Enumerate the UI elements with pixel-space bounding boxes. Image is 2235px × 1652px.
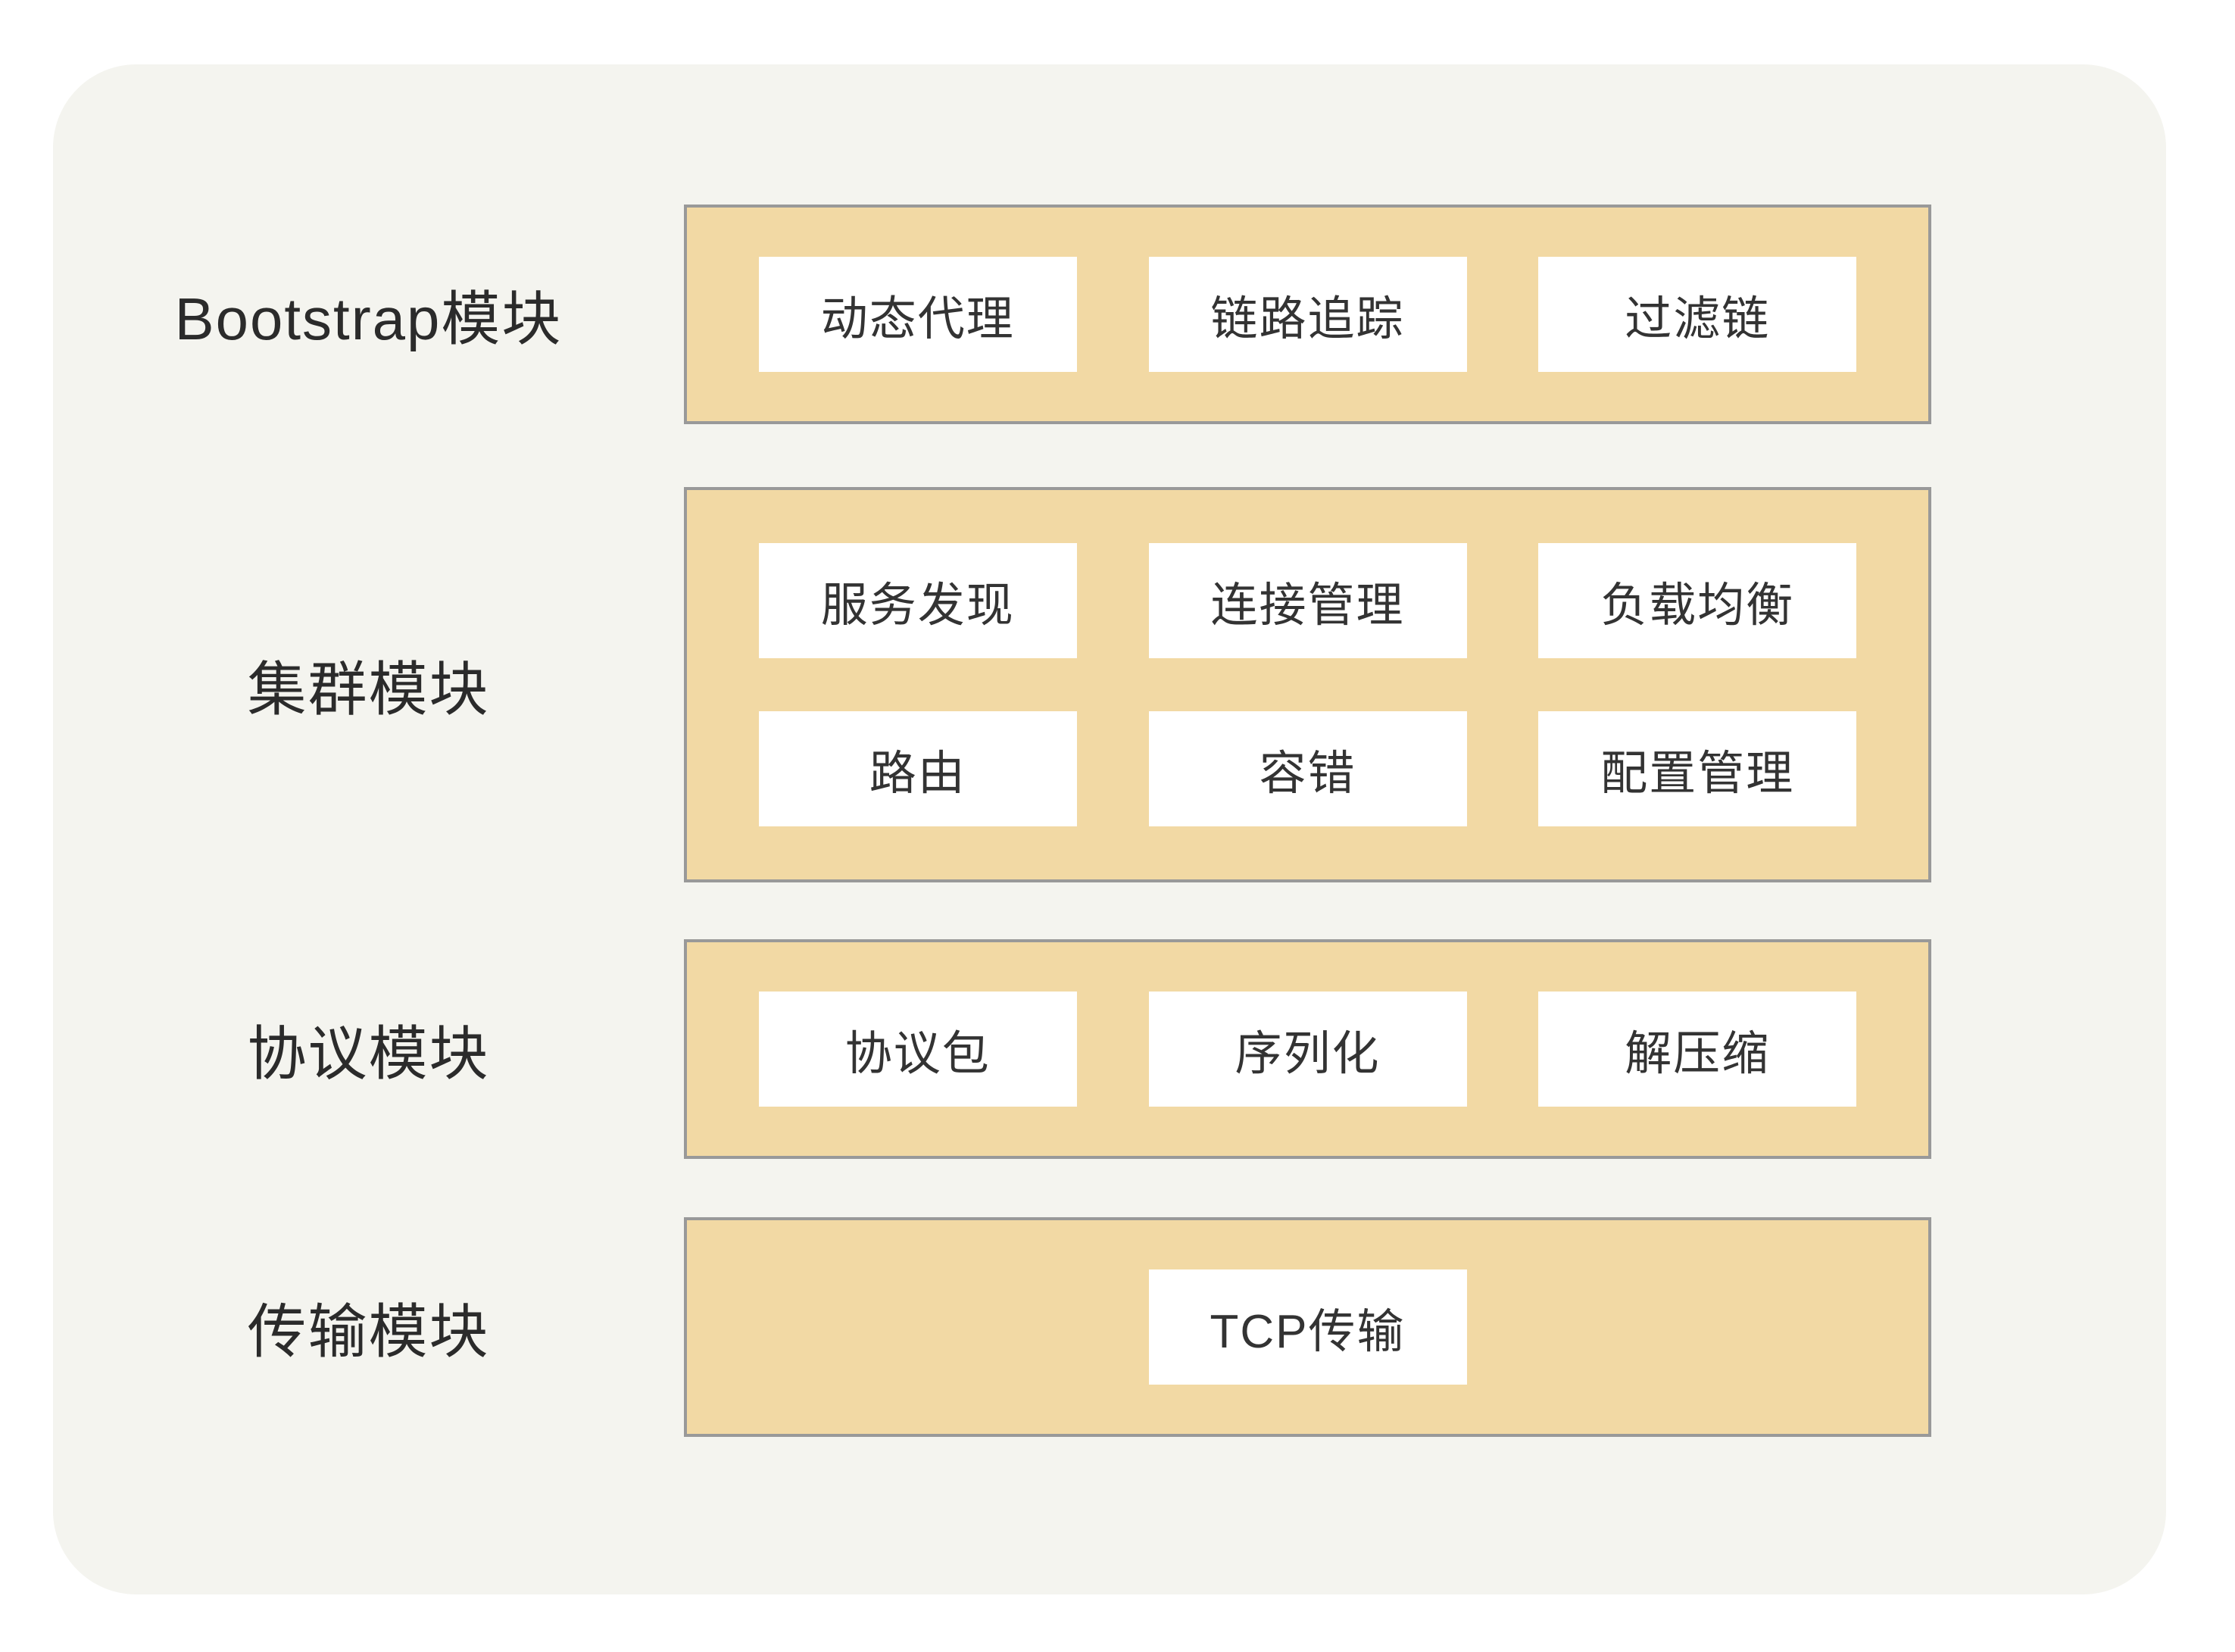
module-label-protocol: 协议模块 [247,1020,490,1087]
module-label-transport: 传输模块 [247,1298,490,1365]
band-row: 协议包 序列化 解压缩 [687,992,1928,1107]
box-filter-chain: 过滤链 [1538,257,1857,372]
box-decompression: 解压缩 [1538,992,1857,1107]
module-label-cluster: 集群模块 [247,656,490,723]
box-load-balancing: 负载均衡 [1538,543,1857,658]
box-service-discovery: 服务发现 [758,543,1077,658]
box-serialization: 序列化 [1148,992,1467,1107]
band-row: 服务发现 连接管理 负载均衡 [687,543,1928,658]
module-band-cluster: 服务发现 连接管理 负载均衡 路由 容错 配置管理 [684,487,1931,882]
box-dynamic-proxy: 动态代理 [758,257,1077,372]
box-connection-management: 连接管理 [1148,543,1467,658]
band-row: 动态代理 链路追踪 过滤链 [687,257,1928,372]
module-band-bootstrap: 动态代理 链路追踪 过滤链 [684,205,1931,424]
box-fault-tolerance: 容错 [1148,711,1467,826]
band-row: TCP传输 [687,1269,1928,1385]
module-label-bootstrap: Bootstrap模块 [174,286,563,352]
box-protocol-package: 协议包 [758,992,1077,1107]
box-routing: 路由 [758,711,1077,826]
module-band-protocol: 协议包 序列化 解压缩 [684,939,1931,1159]
box-tcp-transport: TCP传输 [1148,1269,1467,1385]
box-config-management: 配置管理 [1538,711,1857,826]
band-row: 路由 容错 配置管理 [687,711,1928,826]
box-link-tracing: 链路追踪 [1148,257,1467,372]
module-band-transport: TCP传输 [684,1217,1931,1437]
